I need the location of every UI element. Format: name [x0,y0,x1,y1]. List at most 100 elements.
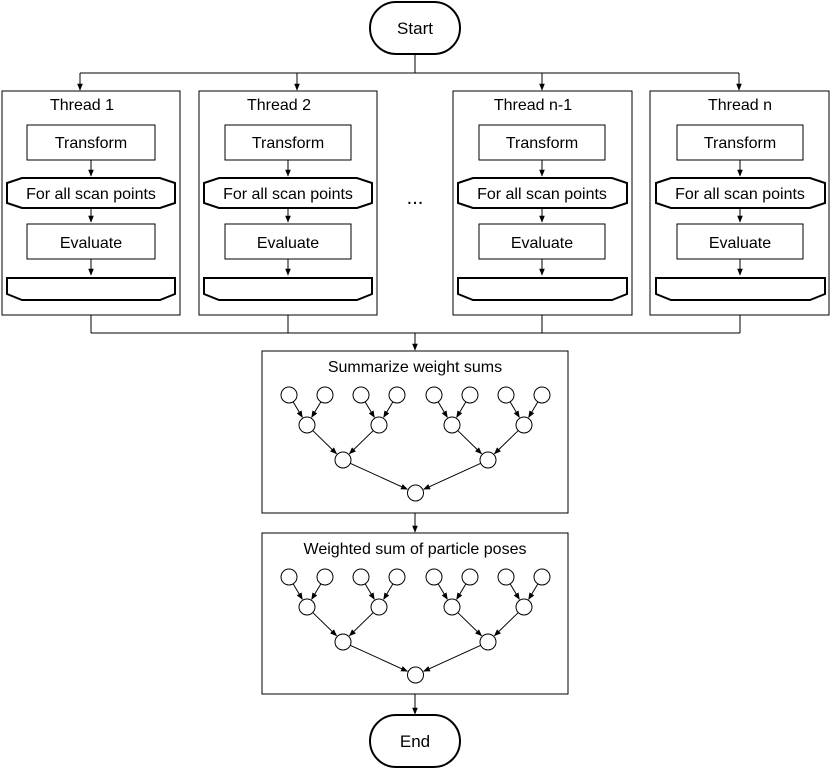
tree-edge [437,401,448,418]
loop-start-shape [457,177,628,209]
thread-title: Thread 2 [247,97,311,114]
loop-start-shape [6,177,176,209]
loop-end-shape [203,277,373,301]
tree-edge [528,583,539,600]
transform-box [224,124,352,161]
tree-edge [348,612,374,637]
thread-title: Thread n-1 [494,97,572,114]
tree-node [515,598,533,616]
thread-title: Thread 1 [50,97,114,114]
thread-title: Thread n [708,97,772,114]
tree-edge [364,583,375,600]
tree-edge [493,430,519,455]
loop-end-shape [6,277,176,301]
tree-edge [312,430,338,455]
tree-node [533,568,551,586]
tree-edge [457,430,483,455]
tree-edge [509,401,520,418]
evaluate-label: Evaluate [257,235,319,252]
transform-label: Transform [252,135,324,152]
tree-edge [457,612,483,637]
tree-node [316,568,334,586]
tree-edge [311,401,322,418]
end-node: End [369,714,461,768]
tree-edge [383,401,394,418]
tree-edge [350,462,408,490]
tree-node [533,386,551,404]
tree-node [479,633,497,651]
loop-label: For all scan points [477,186,607,203]
transform-label: Transform [506,135,578,152]
weighted-sum-panel: Weighted sum of particle poses [261,532,569,695]
tree-edge [311,583,322,600]
thread-n-minus-1-panel: Thread n-1 Transform For all scan points… [452,90,633,316]
tree-node [352,568,370,586]
tree-edge [383,583,394,600]
evaluate-label: Evaluate [511,235,573,252]
tree-node [280,568,298,586]
evaluate-box [478,223,606,260]
tree-node [425,568,443,586]
start-node: Start [369,1,461,55]
tree-node [370,598,388,616]
tree-node [461,568,479,586]
thread-n-panel: Thread n Transform For all scan points E… [649,90,830,316]
tree-node [515,416,533,434]
tree-node [334,451,352,469]
tree-edge [437,583,448,600]
start-label: Start [397,19,433,38]
evaluate-box [676,223,804,260]
tree-edge [292,583,303,600]
fanin-connectors [90,315,741,351]
thread-2-panel: Thread 2 Transform For all scan points E… [198,90,378,316]
end-label: End [400,732,430,751]
loop-label: For all scan points [675,186,805,203]
evaluate-box [26,223,156,260]
loop-end-shape [655,277,826,301]
tree-node [461,386,479,404]
tree-edge [423,462,481,490]
tree-edge [456,401,467,418]
tree-node [443,598,461,616]
evaluate-label: Evaluate [709,235,771,252]
loop-end-shape [457,277,628,301]
loop-start-shape [203,177,373,209]
tree-node [497,386,515,404]
reduction-tree [280,386,551,502]
tree-node [407,666,424,684]
reduction-title: Weighted sum of particle poses [304,541,527,558]
tree-edge [456,583,467,600]
tree-edge [312,612,338,637]
reduction-title: Summarize weight sums [328,359,502,376]
tree-node [298,598,316,616]
evaluate-label: Evaluate [60,235,122,252]
loop-label: For all scan points [26,186,156,203]
tree-node [370,416,388,434]
transform-label: Transform [704,135,776,152]
tree-edge [423,644,481,672]
tree-node [352,386,370,404]
thread-1-panel: Thread 1 Transform For all scan points E… [1,90,181,316]
tree-edge [364,401,375,418]
summarize-weight-sums-panel: Summarize weight sums [261,350,569,514]
tree-edge [348,430,374,455]
transform-box [676,124,804,161]
tree-node [280,386,298,404]
transform-label: Transform [55,135,127,152]
tree-edge [350,644,408,672]
tree-edge [493,612,519,637]
transform-box [478,124,606,161]
reduction-tree [280,568,551,684]
loop-start-shape [655,177,826,209]
tree-node [407,484,424,502]
tree-node [298,416,316,434]
tree-node [316,386,334,404]
tree-node [388,568,406,586]
tree-node [479,451,497,469]
tree-node [388,386,406,404]
tree-edge [509,583,520,600]
tree-node [334,633,352,651]
tree-node [497,568,515,586]
thread-ellipsis: ... [407,187,424,209]
